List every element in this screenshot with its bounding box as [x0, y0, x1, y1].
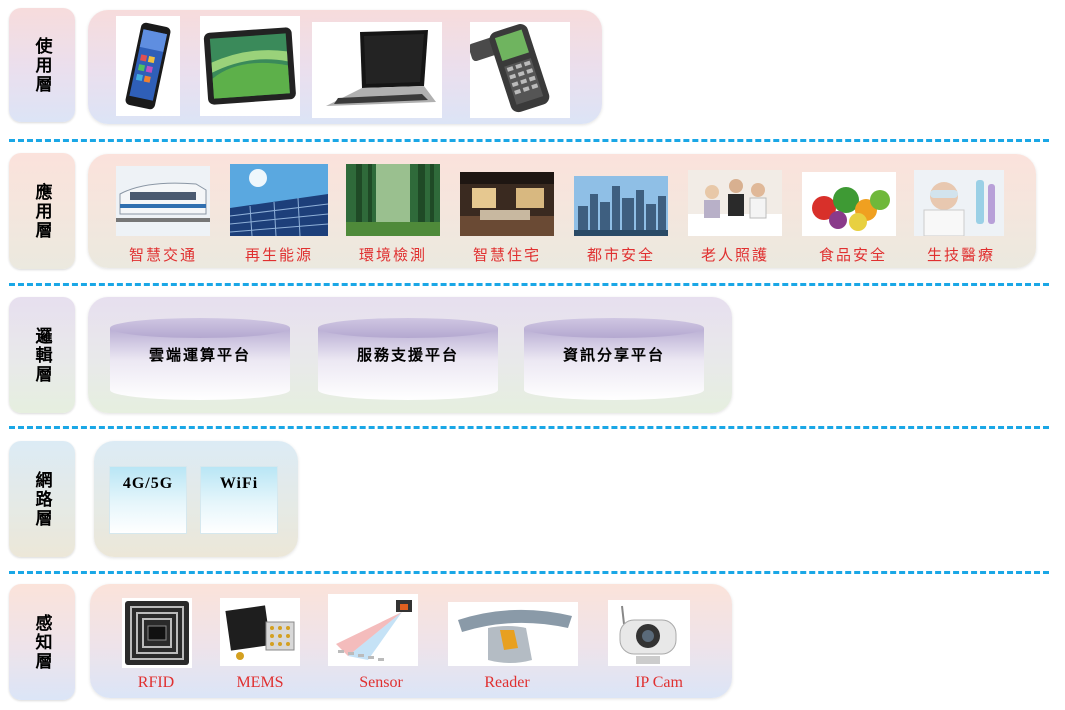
vegetables-image — [802, 172, 896, 236]
app-caption-food-safety: 食品安全 — [818, 246, 887, 264]
layer-divider-3 — [9, 426, 1049, 429]
app-caption-urban-security: 都市安全 — [586, 246, 655, 264]
city-skyline-image — [574, 176, 668, 236]
layer-label-network-text: 網路層 — [31, 470, 52, 528]
sensor-caption-mems: MEMS — [236, 674, 284, 691]
smartphone-image — [116, 16, 180, 116]
platform-cylinder-service: 服務支援平台 — [318, 318, 498, 400]
laser-sensor-image — [328, 594, 418, 666]
network-label-4g5g: 4G/5G — [122, 475, 174, 492]
platform-label-service: 服務支援平台 — [356, 346, 459, 364]
network-label-wifi: WiFi — [219, 475, 259, 492]
sensor-caption-ipcam: IP Cam — [635, 674, 683, 691]
layer-label-logic-text: 邏輯層 — [31, 326, 52, 384]
platform-cylinder-cloud: 雲端運算平台 — [110, 318, 290, 400]
biotech-lab-image — [914, 170, 1004, 236]
layer-divider-1 — [9, 139, 1049, 142]
app-caption-biotech-medical: 生技醫療 — [926, 246, 995, 264]
layer-label-logic: 邏輯層 — [9, 297, 75, 413]
layer-label-perception: 感知層 — [9, 584, 75, 700]
app-caption-elderly-care: 老人照護 — [700, 246, 769, 264]
sensor-caption-rfid: RFID — [137, 674, 175, 691]
ip-camera-image — [608, 600, 690, 666]
layer-divider-2 — [9, 283, 1049, 286]
rfid-reader-image — [448, 602, 578, 666]
platform-cylinder-info-sharing: 資訊分享平台 — [524, 318, 704, 400]
app-caption-environment-monitoring: 環境檢測 — [358, 246, 427, 264]
handheld-scanner-image — [470, 22, 570, 118]
elderly-care-image — [688, 170, 782, 236]
sensor-caption-reader: Reader — [484, 674, 530, 691]
smart-home-interior-image — [460, 172, 554, 236]
layer-label-application: 應用層 — [9, 153, 75, 269]
network-box-4g5g: 4G/5G — [109, 466, 187, 534]
app-caption-smart-transport: 智慧交通 — [128, 246, 197, 264]
mems-chip-image — [220, 598, 300, 666]
platform-label-cloud: 雲端運算平台 — [148, 346, 251, 364]
app-caption-renewable-energy: 再生能源 — [244, 246, 313, 264]
forest-image — [346, 164, 440, 236]
layer-divider-4 — [9, 571, 1049, 574]
network-box-wifi: WiFi — [200, 466, 278, 534]
solar-panel-image — [230, 164, 328, 236]
train-image — [116, 166, 210, 236]
layer-label-network: 網路層 — [9, 441, 75, 557]
platform-label-info-sharing: 資訊分享平台 — [562, 346, 665, 364]
sensor-caption-sensor: Sensor — [359, 674, 403, 691]
app-caption-smart-home: 智慧住宅 — [472, 246, 541, 264]
layer-label-perception-text: 感知層 — [31, 613, 52, 671]
layer-label-application-text: 應用層 — [31, 182, 52, 240]
layer-label-usage-text: 使用層 — [31, 36, 52, 94]
layer-label-usage: 使用層 — [9, 8, 75, 122]
laptop-image — [312, 22, 442, 118]
rfid-tag-image — [122, 598, 192, 668]
tablet-image — [200, 16, 300, 116]
